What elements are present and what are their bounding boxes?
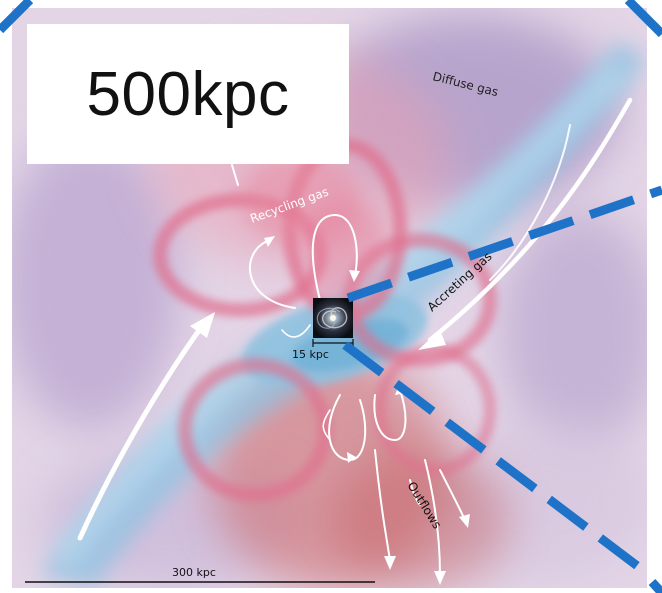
accretion-arrow-right-head — [418, 330, 446, 350]
scale-label: 500kpc — [86, 59, 290, 129]
outflow-arrow-4 — [409, 479, 421, 506]
recycling-loop-3 — [281, 324, 311, 338]
galaxy-image — [313, 298, 353, 338]
accretion-arrow-left-head — [190, 312, 215, 338]
scale-label-box: 500kpc — [27, 24, 349, 164]
accretion-arrow-right — [427, 97, 633, 343]
recycling-loop-1 — [248, 239, 296, 309]
accretion-arrow-left — [77, 319, 208, 541]
outflow-arrow-1 — [374, 449, 391, 561]
dashed-line-upper — [346, 185, 662, 303]
dashed-line-corner-top-right — [624, 0, 662, 38]
recycling-loop-5 — [373, 389, 407, 442]
dashed-line-corner-bottom-right — [648, 578, 662, 593]
flow-arrows — [77, 97, 633, 585]
diffuse-arrow-top — [231, 164, 239, 186]
dashed-line-corner-top-left — [0, 0, 34, 34]
recycling-loop-2 — [311, 213, 358, 301]
label-scale-bar: 300 kpc — [172, 566, 216, 579]
accretion-arrow-top — [489, 124, 571, 281]
outflow-arrow-2 — [424, 459, 441, 576]
recycling-loop-6 — [322, 409, 331, 441]
label-galaxy-size: 15 kpc — [292, 348, 329, 361]
